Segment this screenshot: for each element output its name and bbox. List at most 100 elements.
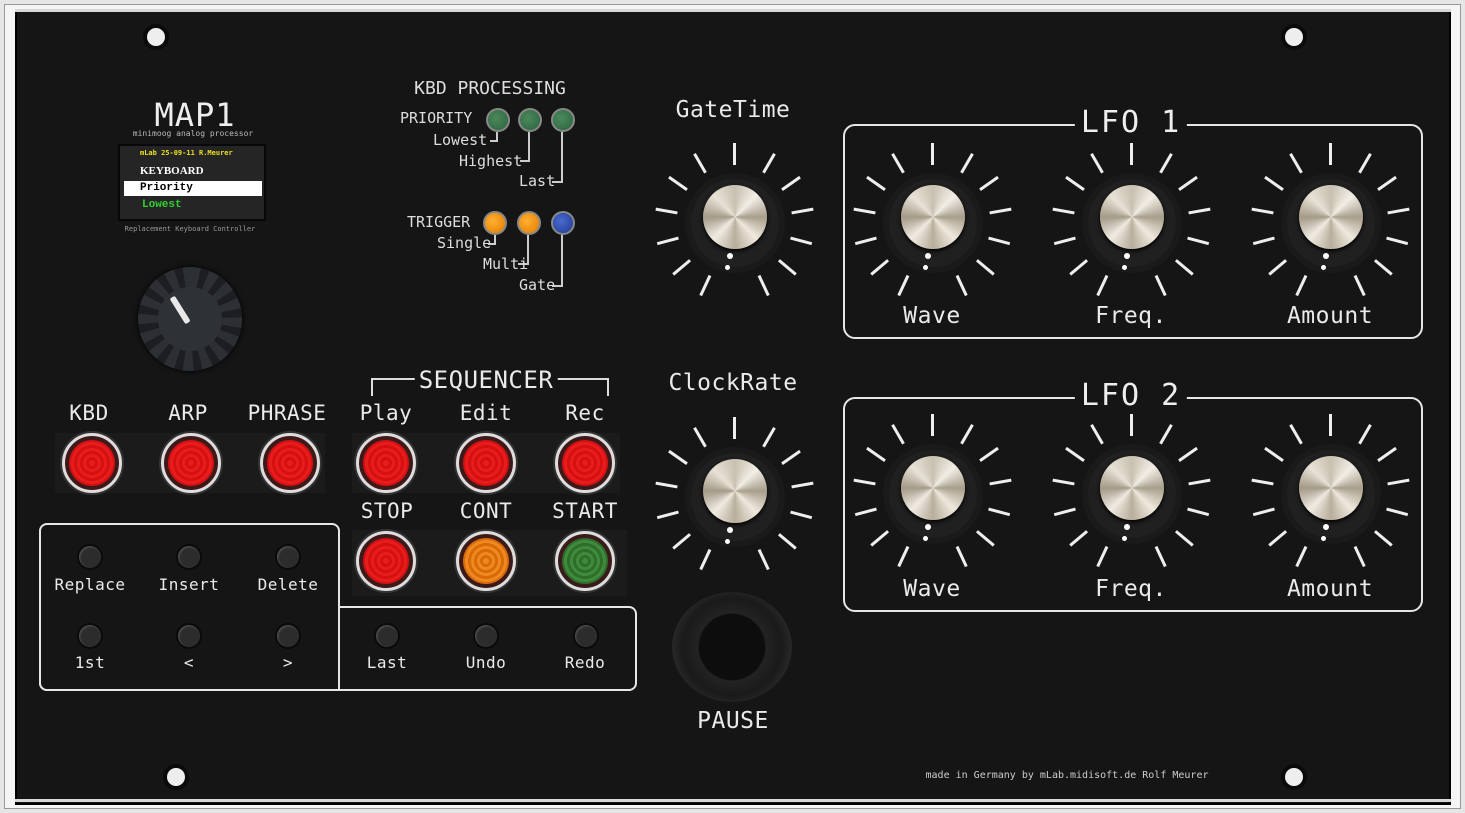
screw-icon [167,768,185,786]
edit-panel-outline [47,689,347,691]
wire-line [488,235,496,245]
arp-button[interactable] [161,433,221,493]
knob-cap [1299,185,1363,249]
clockrate-knob[interactable] [655,417,815,577]
kbd-button[interactable] [62,433,122,493]
edit-button[interactable] [456,433,516,493]
scale-tick-icon [866,175,886,191]
scale-tick-icon [931,143,934,165]
scale-tick-icon [1358,152,1372,174]
scale-tick-icon [672,259,692,276]
scale-tick-icon [1090,152,1104,174]
lfo2-amount-knob[interactable] [1251,414,1411,574]
gatetime-label: GateTime [675,97,791,123]
lfo1-wave-knob[interactable] [853,143,1013,303]
scale-tick-icon [870,530,890,547]
scale-tick-icon [854,507,877,517]
scale-tick-icon [1386,507,1409,517]
lcd-line-3-selected: Priority [124,181,262,196]
credit-text: made in Germany by mLab.midisoft.de Rolf… [925,770,1209,781]
priority-last-led[interactable] [551,108,575,132]
first-label: 1st [74,653,106,672]
rotary-encoder[interactable] [138,267,242,371]
scale-tick-icon [853,207,876,215]
play-button[interactable] [356,433,416,493]
knob-cap [1100,185,1164,249]
scale-tick-icon [870,259,890,276]
undo-button[interactable] [475,625,497,647]
cont-button-label: CONT [459,499,513,523]
rec-button[interactable] [555,433,615,493]
lfo1-title: LFO 1 [1074,105,1188,140]
prev-button[interactable] [178,625,200,647]
delete-label: Delete [257,575,319,594]
start-button[interactable] [555,531,615,591]
scale-tick-icon [1373,530,1393,547]
scale-tick-icon [1053,507,1076,517]
scale-tick-icon [1268,259,1288,276]
knob-indicator-dot-icon [1321,265,1326,270]
lfo2-amount-label: Amount [1286,576,1374,602]
scale-tick-icon [1090,423,1104,445]
scale-tick-icon [656,510,679,520]
scale-tick-icon [781,449,801,465]
replace-button[interactable] [79,546,101,568]
scale-tick-icon [757,548,770,571]
kbd-button-label: KBD [69,401,109,425]
scale-tick-icon [1251,478,1274,486]
undo-label: Undo [465,653,507,672]
redo-button[interactable] [575,625,597,647]
play-button-label: Play [359,401,413,425]
last-button[interactable] [376,625,398,647]
scale-tick-icon [1377,175,1397,191]
priority-option-lowest: Lowest [433,131,488,149]
pause-label: PAUSE [697,708,769,734]
lfo1-freq-knob[interactable] [1052,143,1212,303]
scale-tick-icon [1154,545,1167,568]
knob-cap [1299,456,1363,520]
scale-tick-icon [1174,259,1194,276]
lfo2-freq-knob[interactable] [1052,414,1212,574]
scale-tick-icon [854,236,877,246]
trigger-option-single: Single [437,234,492,252]
scale-tick-icon [668,449,688,465]
scale-tick-icon [1154,274,1167,297]
scale-tick-icon [989,478,1012,486]
pause-button[interactable] [672,592,792,702]
knob-indicator-dot-icon [727,253,733,259]
bottom-rail [15,799,1451,802]
knob-indicator-dot-icon [1323,253,1329,259]
rec-button-label: Rec [565,401,605,425]
delete-button[interactable] [277,546,299,568]
scale-tick-icon [1187,507,1210,517]
scale-tick-icon [1053,236,1076,246]
insert-button[interactable] [178,546,200,568]
scale-tick-icon [975,259,995,276]
scale-tick-icon [853,478,876,486]
knob-indicator-dot-icon [923,536,928,541]
next-button[interactable] [277,625,299,647]
lfo2-wave-knob[interactable] [853,414,1013,574]
lfo2-freq-label: Freq. [1095,576,1167,602]
priority-highest-led[interactable] [518,108,542,132]
phrase-button[interactable] [260,433,320,493]
scale-tick-icon [1096,274,1109,297]
device-footer: Replacement Keyboard Controller [124,225,256,233]
lfo1-amount-knob[interactable] [1251,143,1411,303]
gatetime-knob[interactable] [655,143,815,303]
trigger-single-led[interactable] [483,211,507,235]
scale-tick-icon [1188,478,1211,486]
scale-tick-icon [1289,152,1303,174]
scale-tick-icon [1159,152,1173,174]
trigger-multi-led[interactable] [517,211,541,235]
priority-lowest-led[interactable] [486,108,510,132]
scale-tick-icon [1387,478,1410,486]
scale-tick-icon [733,143,736,165]
cont-button[interactable] [456,531,516,591]
stop-button[interactable] [356,531,416,591]
scale-tick-icon [733,417,736,439]
scale-tick-icon [979,446,999,462]
scale-tick-icon [1130,143,1133,165]
first-button[interactable] [79,625,101,647]
trigger-gate-led[interactable] [551,211,575,235]
